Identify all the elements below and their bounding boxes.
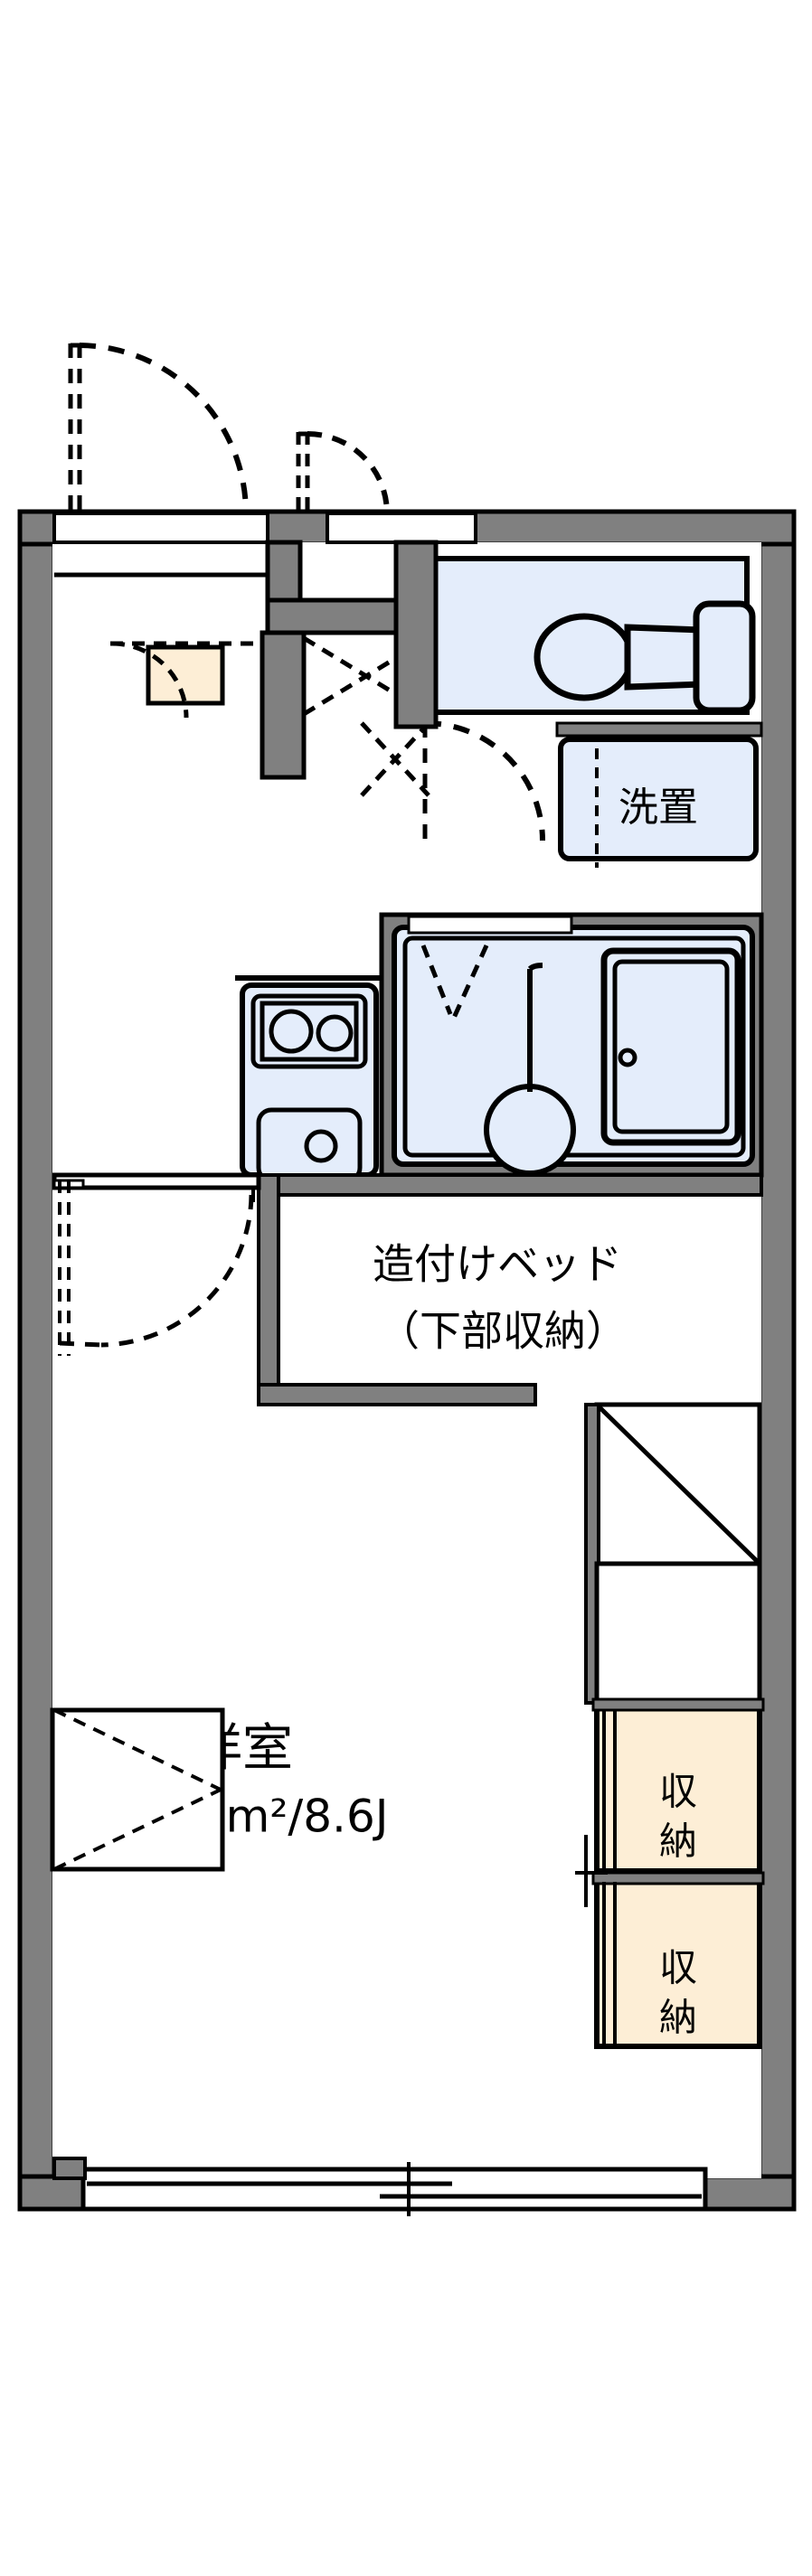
bathtub-inner — [612, 959, 730, 1134]
bath-door-v1 — [420, 945, 453, 1015]
wall-toilet-left — [393, 540, 439, 729]
hall-sliding-door-icon — [302, 635, 430, 797]
left-window-dash-2 — [53, 1788, 222, 1871]
wall-left — [17, 509, 57, 2212]
wall-washer-top — [555, 721, 763, 738]
closet-lower-label-line1: 収 — [659, 1946, 697, 1990]
entrance-door-opening[interactable] — [52, 512, 269, 544]
left-window-frame — [50, 1707, 225, 1872]
wall-hall-bottom-stub — [265, 597, 399, 635]
stove-burner-small — [316, 1014, 354, 1052]
wall-bottom-left-notch — [52, 2157, 87, 2180]
washer-space: 洗置 洗置 — [555, 721, 763, 868]
wall-main-room-top-left — [52, 1172, 261, 1190]
entrance-area — [52, 343, 545, 841]
closet-upper-header — [591, 1697, 765, 1712]
wall-bed-top — [257, 1173, 763, 1197]
closet-upper-label-line1: 収 — [659, 1770, 697, 1814]
second-door-swing-arc — [307, 431, 390, 514]
entry-door-swing-arc — [79, 343, 249, 514]
washer-label: 洗置 — [618, 785, 698, 831]
closet-lower-header — [591, 1871, 765, 1885]
hall-x-2 — [302, 635, 430, 717]
bed-storage-label: （下部収納） — [378, 1307, 628, 1356]
genkan-shoe-box — [146, 644, 225, 706]
shoe-cabinet-door-icon — [110, 641, 262, 719]
toilet-outer-door-icon — [296, 431, 390, 514]
toilet-connector — [624, 624, 705, 691]
left-window-dash-1 — [53, 1708, 222, 1791]
sliding-window-icon[interactable] — [80, 2162, 708, 2216]
toilet-door-arc — [424, 720, 545, 841]
wall-genkan-right — [260, 630, 307, 780]
bath-washbasin-icon — [484, 1084, 576, 1176]
entry-door-icon — [68, 343, 249, 514]
closet-lower[interactable] — [594, 1879, 762, 2049]
unit-bath — [379, 912, 764, 1178]
wall-right — [757, 509, 797, 2212]
main-door-leaf — [59, 1340, 102, 1348]
balcony-window-frame[interactable] — [80, 2167, 708, 2212]
hall-x-4 — [360, 721, 430, 797]
wall-bed-bottom — [257, 1383, 537, 1406]
toilet-door-icon — [422, 720, 545, 841]
bath-door-v2 — [451, 944, 489, 1020]
bath-door-icon — [420, 944, 489, 1020]
toilet-icon — [533, 600, 756, 714]
bathtub-drain — [618, 1048, 637, 1067]
toilet-bowl — [533, 613, 635, 701]
two-burner-stove-icon — [250, 993, 368, 1069]
built-in-bed-area: 造付けベッド 造付けベッド （下部収納） — [257, 1173, 763, 1406]
main-door-arc — [100, 1194, 254, 1348]
sink-drain — [304, 1129, 338, 1163]
toilet-tank — [693, 600, 756, 714]
closet-upper[interactable] — [594, 1704, 762, 1874]
right-upper-diagonal — [597, 1405, 760, 1564]
closet-group: 収 納 収 納 — [575, 1697, 765, 2049]
bath-door-opening[interactable] — [407, 915, 573, 935]
left-window-panel — [50, 1707, 225, 1872]
kitchen — [235, 975, 380, 1183]
washing-machine-icon — [558, 737, 759, 861]
toilet-room — [393, 540, 756, 729]
right-upper-panel — [584, 1402, 762, 1705]
bath-partition-curve — [527, 963, 543, 972]
secondary-door-opening[interactable] — [326, 512, 477, 544]
wall-bed-left — [257, 1173, 280, 1406]
main-room-door-icon — [59, 1189, 255, 1348]
closet-upper-label-line2: 納 — [659, 1819, 697, 1864]
stove-burner-large — [269, 1009, 314, 1054]
right-mid-box — [594, 1561, 762, 1704]
closet-lower-label-line2: 納 — [659, 1996, 697, 2040]
bed-label: 造付けベッド — [373, 1240, 622, 1289]
west-entry-door — [58, 1180, 71, 1356]
kitchen-sink-icon — [256, 1107, 363, 1183]
